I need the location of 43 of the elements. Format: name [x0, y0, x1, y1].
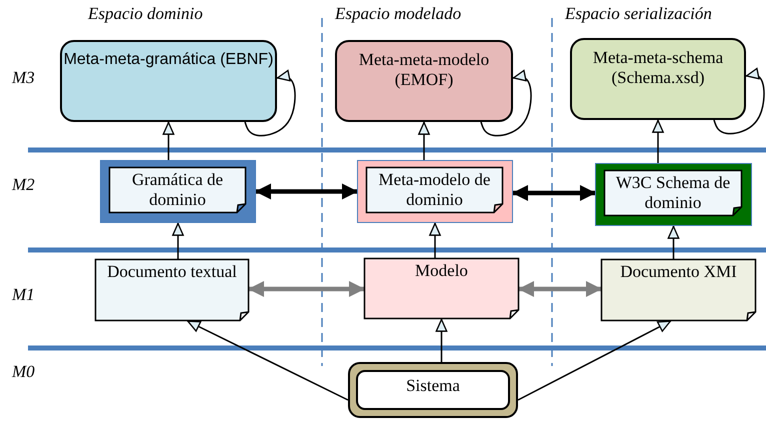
column-heading: Espacio modelado [335, 4, 462, 24]
rounded-box [60, 40, 277, 122]
arrow [418, 122, 430, 160]
node-label: Modelo [415, 261, 468, 281]
rounded-box [335, 40, 513, 122]
arrow [652, 120, 664, 163]
double-border-box [348, 362, 518, 418]
document-shape [601, 259, 756, 321]
double-arrow [518, 281, 602, 297]
node-label: Documento XMI [620, 262, 737, 282]
node-label: W3C Schema de dominio [614, 173, 732, 213]
double-arrow [248, 281, 365, 297]
level-label: M3 [12, 68, 35, 88]
arrow [436, 318, 448, 362]
self-loop-arrow [480, 70, 532, 136]
arrow [187, 320, 348, 401]
node-label: Meta-meta-modelo (EMOF) [358, 50, 490, 90]
double-arrow [512, 185, 596, 201]
arrow [668, 226, 680, 259]
self-loop-arrow [713, 68, 765, 134]
document-shape [364, 258, 519, 319]
self-loop-arrow [244, 70, 296, 136]
arrow [172, 222, 184, 259]
document-shape [95, 259, 249, 321]
rounded-box [570, 38, 746, 120]
node-label: Gramática de dominio [130, 170, 224, 210]
node-label: Meta-meta-gramática (EBNF) [64, 50, 274, 70]
arrow [162, 122, 174, 160]
arrow [518, 320, 672, 401]
column-heading: Espacio dominio [88, 4, 203, 24]
level-label: M0 [12, 362, 35, 382]
double-arrow [255, 184, 358, 200]
level-label: M1 [12, 285, 35, 305]
arrow [429, 222, 441, 258]
node-label: Meta-modelo de dominio [378, 170, 492, 210]
node-label: Sistema [406, 376, 460, 396]
document-frame [595, 163, 752, 226]
node-label: Documento textual [107, 262, 237, 282]
document-frame [100, 160, 256, 223]
column-heading: Espacio serialización [565, 4, 712, 24]
node-label: Meta-meta-schema (Schema.xsd) [592, 48, 724, 88]
document-frame [357, 160, 513, 223]
level-label: M2 [12, 175, 35, 195]
